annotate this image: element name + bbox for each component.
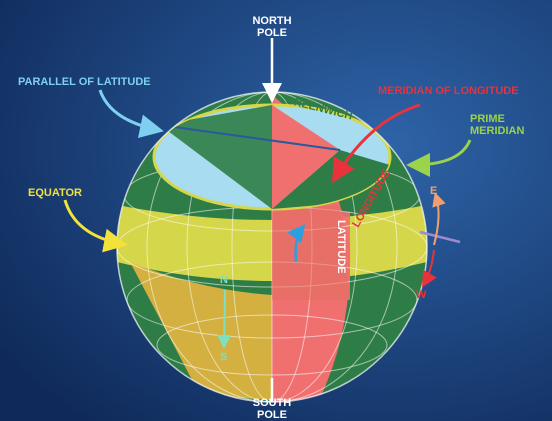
compass-w-label: W: [416, 289, 427, 301]
equator-label: EQUATOR: [28, 187, 82, 199]
compass-e-label: E: [430, 185, 437, 197]
parallel-of-latitude-label: PARALLEL OF LATITUDE: [18, 76, 151, 88]
west-arrow: [422, 249, 437, 288]
compass-n-label: N: [220, 274, 228, 286]
prime-meridian-label-line2: MERIDIAN: [470, 125, 524, 137]
east-arrow: [432, 192, 446, 246]
north-pole-label-line2: POLE: [257, 27, 287, 39]
latitude-wedge: [130, 212, 272, 400]
prime-meridian-label-line1: PRIME: [470, 113, 505, 125]
south-pole-label-line1: SOUTH: [253, 397, 292, 409]
south-pole-label-line2: POLE: [257, 409, 287, 421]
prime-meridian-arrow: [406, 139, 472, 177]
globe: [117, 92, 427, 402]
east-axis: [419, 230, 461, 244]
latitude-label: LATITUDE: [335, 220, 347, 274]
north-pole-label-line1: NORTH: [252, 15, 291, 27]
equator-arrow: [63, 199, 128, 253]
meridian-arrow: [331, 103, 421, 184]
meridian-of-longitude-label: MERIDIAN OF LONGITUDE: [378, 85, 519, 97]
parallel-arrow: [98, 89, 164, 139]
north-south-arrow: [217, 289, 232, 349]
compass-s-label: S: [220, 351, 227, 363]
latitude-angle-arrow: [287, 224, 306, 263]
